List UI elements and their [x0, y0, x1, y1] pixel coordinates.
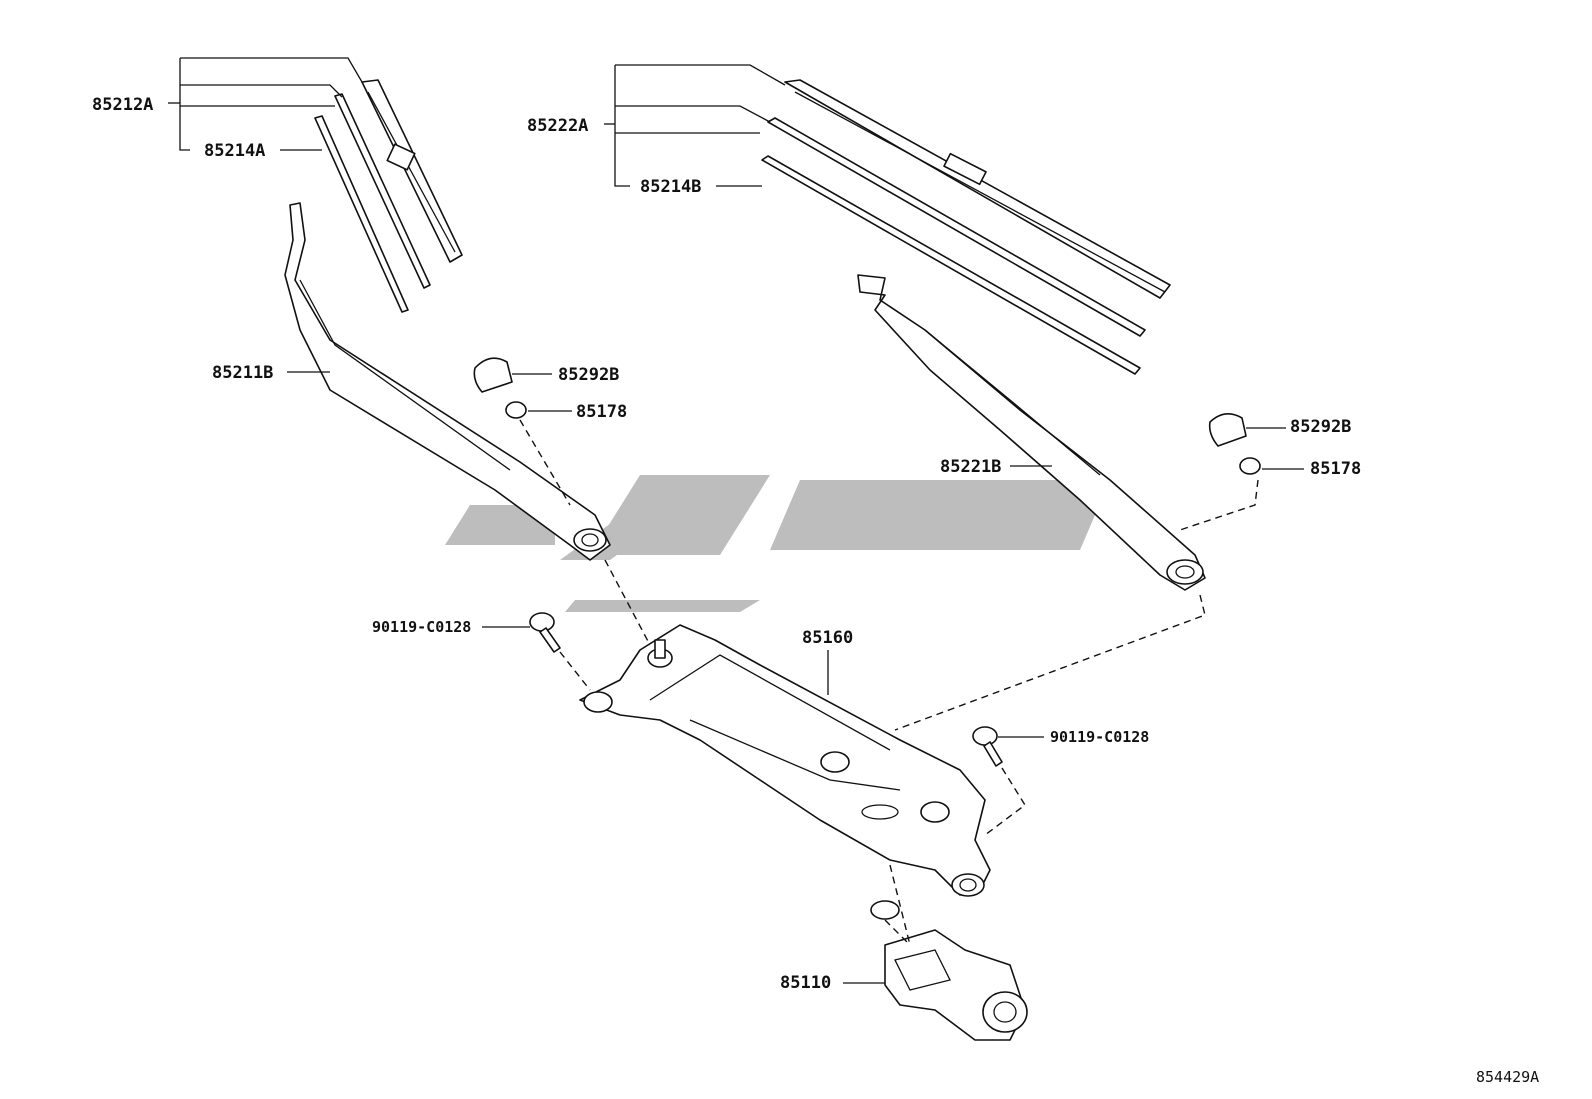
- label-85222A: 85222A: [527, 116, 588, 136]
- right-pivot-dash: [894, 479, 1259, 731]
- left-wiper-blade: [314, 79, 463, 313]
- left-bolt-dash: [559, 651, 591, 691]
- label-85178-left: 85178: [576, 402, 627, 422]
- label-85160: 85160: [802, 628, 853, 648]
- label-85292B-left: 85292B: [558, 365, 619, 385]
- label-85214B: 85214B: [640, 177, 701, 197]
- label-85212A: 85212A: [92, 95, 153, 115]
- label-90119-left: 90119-C0128: [372, 618, 471, 636]
- wiper-motor: [870, 900, 1028, 1041]
- right-cap: [1208, 413, 1247, 447]
- label-85214A: 85214A: [204, 141, 265, 161]
- leader-85212A: [168, 57, 363, 151]
- left-pivot-dash: [519, 419, 651, 646]
- label-90119-right: 90119-C0128: [1050, 728, 1149, 746]
- watermark-logo: [445, 475, 1110, 612]
- leader-85222A: [604, 64, 786, 187]
- left-wiper-arm: [284, 202, 611, 561]
- label-85211B: 85211B: [212, 363, 273, 383]
- wiper-linkage: [579, 624, 991, 897]
- label-85110: 85110: [780, 973, 831, 993]
- right-wiper-arm: [857, 274, 1206, 591]
- diagram-id: 854429A: [1476, 1068, 1539, 1086]
- motor-dash: [884, 864, 911, 946]
- right-bolt-dash: [984, 767, 1026, 836]
- right-bolt: [972, 726, 1003, 767]
- right-nut: [1239, 457, 1261, 475]
- left-cap: [473, 357, 513, 393]
- label-85292B-right: 85292B: [1290, 417, 1351, 437]
- left-nut: [505, 401, 527, 419]
- label-85221B: 85221B: [940, 457, 1001, 477]
- right-wiper-blade: [761, 79, 1171, 375]
- label-85178-right: 85178: [1310, 459, 1361, 479]
- left-bolt: [529, 612, 561, 653]
